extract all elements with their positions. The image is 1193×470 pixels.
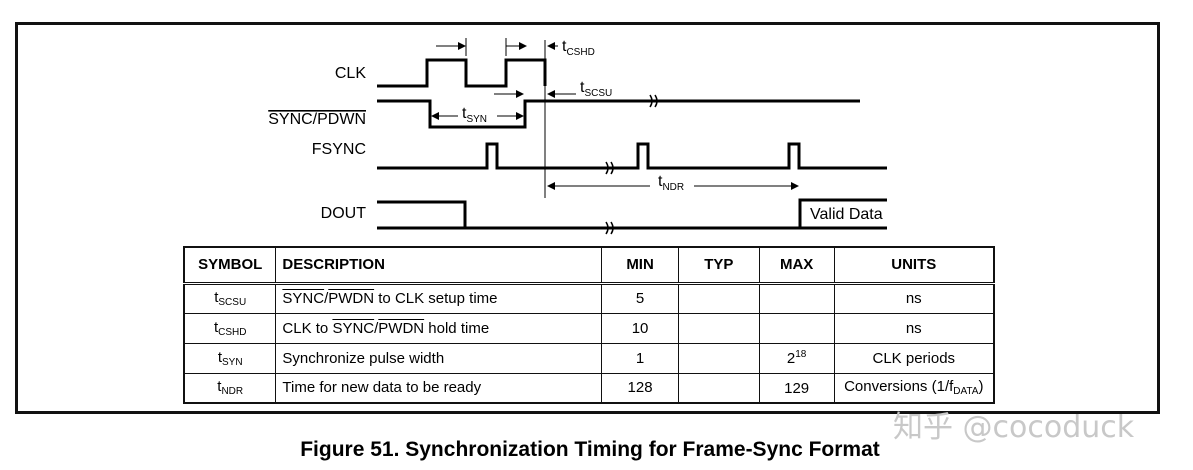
- symbol-cell: tCSHD: [183, 312, 277, 344]
- symbol-cell: tNDR: [183, 372, 277, 404]
- units-cell: ns: [833, 282, 995, 314]
- table-row: tSYN Synchronize pulse width 1 218 CLK p…: [183, 342, 995, 374]
- min-cell: 128: [601, 372, 679, 404]
- tsyn-label: tSYN: [462, 105, 487, 125]
- description-cell: CLK to SYNC/PWDN hold time: [275, 312, 603, 344]
- clk-waveform: [377, 58, 547, 88]
- typ-cell: [677, 342, 760, 374]
- clk-label: CLK: [335, 65, 366, 82]
- header-max: MAX: [758, 246, 835, 285]
- sync-pdwn-label: SYNC/PDWN: [268, 111, 366, 128]
- dout-waveform-valid: [798, 198, 887, 228]
- max-cell: [758, 282, 835, 314]
- figure-caption: Figure 51. Synchronization Timing for Fr…: [300, 438, 880, 461]
- min-cell: 5: [601, 282, 679, 314]
- symbol-cell: tSYN: [183, 342, 277, 374]
- dout-waveform-high: [377, 200, 467, 228]
- timing-spec-table: SYMBOL DESCRIPTION MIN TYP MAX UNITS tSC…: [183, 246, 995, 404]
- sync-pdwn-waveform: [377, 99, 860, 129]
- diagram-frame: [15, 22, 1160, 414]
- max-cell: 218: [758, 342, 835, 374]
- break-marks: [605, 94, 658, 235]
- tndr-label: tNDR: [658, 173, 684, 193]
- header-symbol: SYMBOL: [183, 246, 277, 285]
- description-cell: SYNC/PWDN to CLK setup time: [275, 282, 603, 314]
- fsync-waveform: [377, 142, 887, 170]
- watermark: 知乎 @cocoduck: [893, 410, 1135, 445]
- description-cell: Synchronize pulse width: [275, 342, 603, 374]
- tscsu-label: tSCSU: [580, 79, 612, 99]
- tcshd-label: tCSHD: [562, 38, 595, 58]
- units-cell: Conversions (1/fDATA): [833, 372, 995, 404]
- max-cell: [758, 312, 835, 344]
- min-cell: 1: [601, 342, 679, 374]
- table-row: tCSHD CLK to SYNC/PWDN hold time 10 ns: [183, 312, 995, 344]
- min-cell: 10: [601, 312, 679, 344]
- header-min: MIN: [601, 246, 679, 285]
- max-cell: 129: [758, 372, 835, 404]
- units-cell: ns: [833, 312, 995, 344]
- typ-cell: [677, 312, 760, 344]
- symbol-cell: tSCSU: [183, 282, 277, 314]
- header-typ: TYP: [677, 246, 760, 285]
- units-cell: CLK periods: [833, 342, 995, 374]
- header-units: UNITS: [833, 246, 995, 285]
- table-row: tSCSU SYNC/PWDN to CLK setup time 5 ns: [183, 282, 995, 314]
- description-cell: Time for new data to be ready: [275, 372, 603, 404]
- fsync-label: FSYNC: [312, 141, 366, 158]
- table-row: tNDR Time for new data to be ready 128 1…: [183, 372, 995, 404]
- dout-label: DOUT: [321, 205, 367, 222]
- typ-cell: [677, 282, 760, 314]
- header-description: DESCRIPTION: [275, 246, 603, 285]
- valid-data-label: Valid Data: [810, 206, 883, 223]
- table-header-row: SYMBOL DESCRIPTION MIN TYP MAX UNITS: [183, 246, 995, 285]
- typ-cell: [677, 372, 760, 404]
